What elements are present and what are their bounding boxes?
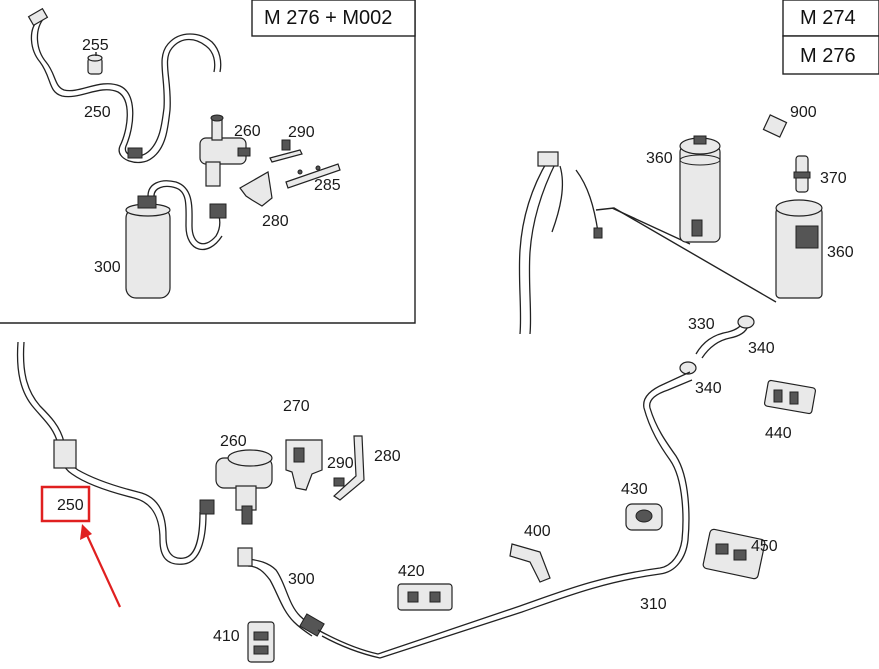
callout-255: 255 — [82, 37, 109, 54]
callout-370: 370 — [820, 170, 847, 187]
inset-right-bottom-header: M 276 — [800, 45, 856, 67]
part-900-370 — [762, 114, 811, 193]
inset-left-frame: M 276 + M002 — [0, 0, 416, 324]
callout-330: 330 — [688, 316, 715, 333]
inset-part-255 — [87, 52, 103, 75]
part-360-top — [679, 135, 721, 243]
callout-290-inset: 290 — [288, 124, 315, 141]
inset-left-header-box — [251, 0, 416, 37]
main-hose-250 — [16, 341, 215, 565]
callout-360-top: 360 — [646, 150, 673, 167]
main-part-430 — [625, 503, 663, 531]
part-440 — [763, 379, 817, 415]
upper-right-hoses — [518, 151, 777, 335]
callout-300: 300 — [288, 571, 315, 588]
highlight-arrow-head — [80, 524, 92, 540]
callout-430: 430 — [621, 481, 648, 498]
callout-250-main: 250 — [57, 497, 84, 514]
main-part-280-290 — [333, 435, 365, 501]
callout-340-a: 340 — [748, 340, 775, 357]
callout-450: 450 — [751, 538, 778, 555]
callout-440: 440 — [765, 425, 792, 442]
callout-250-inset: 250 — [84, 104, 111, 121]
callout-280: 280 — [374, 448, 401, 465]
callout-300-inset: 300 — [94, 259, 121, 276]
inset-left-header: M 276 + M002 — [264, 7, 392, 29]
inset-right-headers: M 274 M 276 — [782, 0, 879, 75]
callout-900: 900 — [790, 104, 817, 121]
inset-part-280-285-290 — [239, 139, 341, 207]
inset-right-top-header: M 274 — [800, 7, 856, 29]
callout-340-b: 340 — [695, 380, 722, 397]
main-part-400 — [509, 543, 551, 583]
main-part-410 — [247, 621, 275, 663]
highlight-box — [40, 485, 91, 523]
main-part-450 — [702, 528, 766, 580]
callout-270: 270 — [283, 398, 310, 415]
inset-part-300 — [125, 180, 227, 299]
inset-hose-250 — [27, 7, 222, 163]
parts-330-340 — [679, 315, 755, 375]
callout-260-inset: 260 — [234, 123, 261, 140]
highlight-arrow-shaft — [85, 532, 121, 608]
callout-420: 420 — [398, 563, 425, 580]
inset-part-260 — [199, 114, 251, 187]
callout-285: 285 — [314, 177, 341, 194]
callout-280-inset: 280 — [262, 213, 289, 230]
callout-260: 260 — [220, 433, 247, 450]
callout-310: 310 — [640, 596, 667, 613]
main-part-420 — [397, 583, 453, 611]
main-part-260 — [215, 449, 273, 525]
main-part-270 — [285, 439, 323, 491]
part-360-right — [775, 199, 823, 299]
main-line-310 — [317, 371, 693, 659]
callout-410: 410 — [213, 628, 240, 645]
callout-400: 400 — [524, 523, 551, 540]
callout-360-right: 360 — [827, 244, 854, 261]
callout-290: 290 — [327, 455, 354, 472]
inset-right-bottom-box — [782, 35, 879, 75]
highlight-250[interactable]: 250 — [40, 485, 121, 608]
